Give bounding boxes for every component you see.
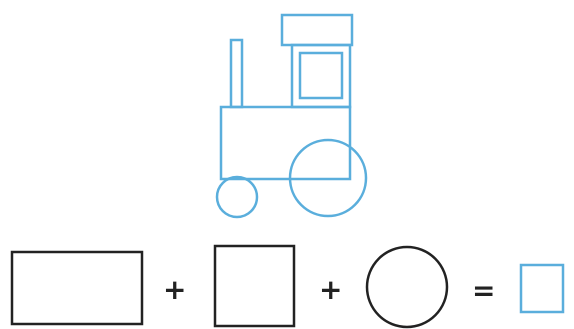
equation-shapes — [12, 246, 447, 327]
plus-sign-1: + — [163, 276, 186, 304]
train-small-wheel — [217, 177, 257, 217]
rectangle-shape — [12, 252, 142, 324]
answer-box[interactable] — [521, 265, 563, 312]
train-cab-roof — [282, 15, 352, 45]
train-body — [221, 107, 350, 179]
circle-shape — [367, 247, 447, 327]
train-chimney — [231, 40, 242, 107]
square-shape — [215, 246, 294, 326]
train-drawing — [217, 15, 366, 217]
train-cab-window — [300, 53, 342, 98]
plus-sign-2: + — [319, 276, 342, 304]
equals-sign: = — [472, 277, 495, 305]
